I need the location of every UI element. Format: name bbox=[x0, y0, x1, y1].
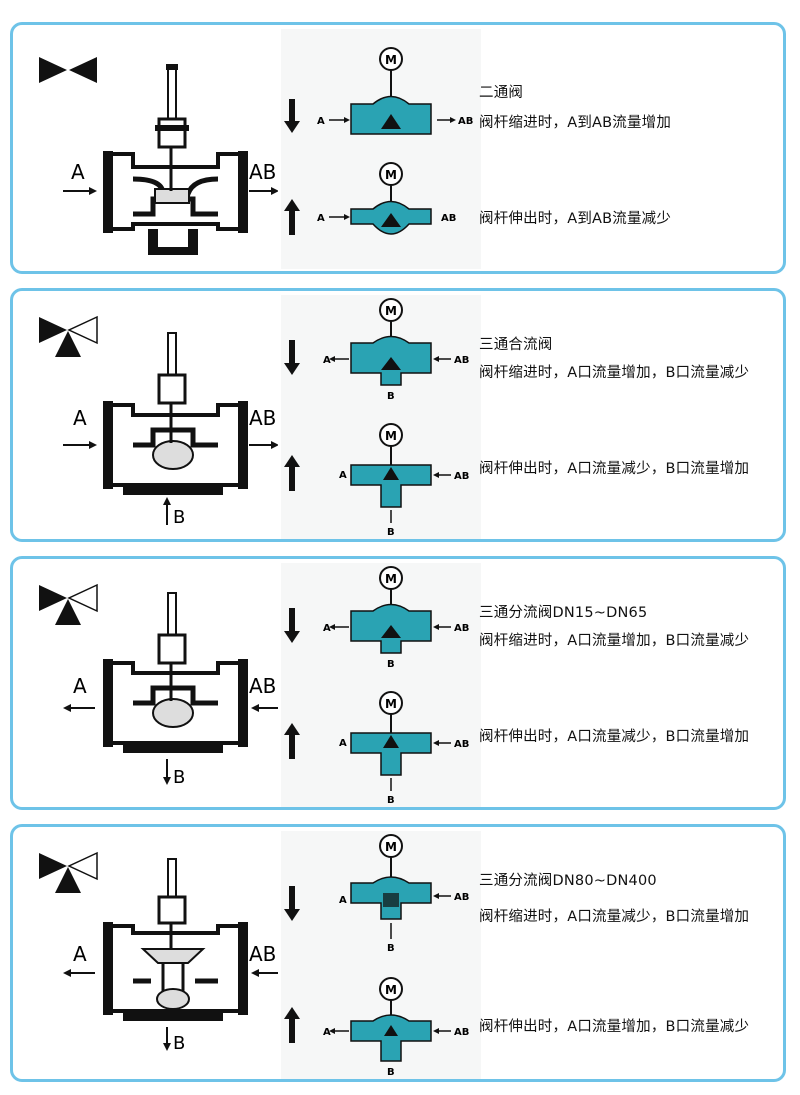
motor-label: M bbox=[385, 53, 397, 67]
flow-label-b: B bbox=[387, 527, 395, 538]
mixing-valve-cross-section: A AB B bbox=[39, 315, 278, 528]
motor-label: M bbox=[385, 168, 397, 182]
panel-three-way-diverting-valve-large: A AB B M A AB B bbox=[10, 824, 786, 1082]
flow-label-ab: AB bbox=[454, 355, 469, 366]
flow-label-a: A bbox=[339, 738, 347, 749]
flow-label-ab: AB bbox=[458, 116, 473, 127]
stem-extend-description: 阀杆伸出时，A口流量减少，B口流量增加 bbox=[479, 461, 750, 477]
outlet-arrow-icon bbox=[249, 441, 278, 449]
inlet-arrow-icon bbox=[251, 704, 278, 712]
port-label-ab: AB bbox=[249, 160, 276, 184]
stem-up-arrow-icon bbox=[284, 723, 300, 759]
flow-label-b: B bbox=[387, 659, 395, 670]
stem-down-arrow-icon bbox=[284, 340, 300, 375]
flow-label-ab: AB bbox=[454, 1027, 469, 1038]
motor-label: M bbox=[385, 429, 397, 443]
panel-two-way-valve: A AB M A AB M bbox=[10, 22, 786, 274]
flow-label-a: A bbox=[317, 116, 325, 127]
outlet-arrow-icon bbox=[249, 187, 278, 195]
port-label-ab: AB bbox=[249, 674, 276, 698]
stem-extend-description: 阀杆伸出时，A口流量增加，B口流量减少 bbox=[479, 1019, 750, 1035]
port-label-b: B bbox=[173, 1033, 185, 1054]
stem-extend-description: 阀杆伸出时，A到AB流量减少 bbox=[479, 211, 672, 227]
stem-up-arrow-icon bbox=[284, 455, 300, 491]
port-b-outlet-arrow-icon bbox=[163, 759, 171, 785]
three-way-valve-symbol-icon bbox=[39, 315, 98, 357]
valve-title: 三通合流阀 bbox=[479, 337, 553, 353]
two-way-flow-diagram: M A AB M A AB bbox=[281, 29, 481, 269]
stem-down-arrow-icon bbox=[284, 608, 300, 643]
motor-label: M bbox=[385, 572, 397, 586]
stem-down-arrow-icon bbox=[284, 99, 300, 133]
inlet-arrow-icon bbox=[251, 969, 278, 977]
valve-title: 三通分流阀DN80~DN400 bbox=[479, 873, 657, 889]
three-way-valve-symbol-icon bbox=[39, 851, 98, 893]
port-b-inlet-arrow-icon bbox=[163, 497, 171, 525]
port-label-a: A bbox=[71, 160, 85, 184]
port-label-ab: AB bbox=[249, 942, 276, 966]
motor-label: M bbox=[385, 840, 397, 854]
motor-label: M bbox=[385, 304, 397, 318]
flow-label-b: B bbox=[387, 1067, 395, 1078]
inlet-arrow-icon bbox=[63, 441, 97, 449]
motor-label: M bbox=[385, 697, 397, 711]
port-label-a: A bbox=[73, 406, 87, 430]
diverting-large-flow-diagram: M A AB B M A AB B bbox=[281, 831, 481, 1079]
port-label-a: A bbox=[73, 942, 87, 966]
flow-label-ab: AB bbox=[454, 471, 469, 482]
three-way-valve-symbol-icon bbox=[39, 583, 98, 625]
flow-label-b: B bbox=[387, 795, 395, 806]
diverting-valve-large-cross-section: A AB B bbox=[39, 851, 278, 1054]
stem-extend-description: 阀杆伸出时，A口流量减少，B口流量增加 bbox=[479, 729, 750, 745]
port-b-outlet-arrow-icon bbox=[163, 1027, 171, 1051]
flow-label-a: A bbox=[317, 213, 325, 224]
valve-title: 二通阀 bbox=[479, 85, 524, 101]
two-way-valve-symbol-icon bbox=[39, 57, 97, 83]
port-label-a: A bbox=[73, 674, 87, 698]
port-label-ab: AB bbox=[249, 406, 276, 430]
panel-three-way-diverting-valve-small: A AB B M A AB B bbox=[10, 556, 786, 810]
diverting-small-flow-diagram: M A AB B M A AB B bbox=[281, 563, 481, 807]
panel-three-way-mixing-valve: A AB B M A AB B bbox=[10, 288, 786, 542]
stem-retract-description: 阀杆缩进时，A到AB流量增加 bbox=[479, 115, 672, 131]
stem-down-arrow-icon bbox=[284, 886, 300, 921]
port-label-b: B bbox=[173, 767, 185, 788]
outlet-arrow-icon bbox=[63, 969, 95, 977]
flow-label-a: A bbox=[323, 355, 331, 366]
stem-retract-description: 阀杆缩进时，A口流量增加，B口流量减少 bbox=[479, 633, 750, 649]
flow-label-b: B bbox=[387, 943, 395, 954]
flow-label-ab: AB bbox=[454, 739, 469, 750]
stem-retract-description: 阀杆缩进时，A口流量减少，B口流量增加 bbox=[479, 909, 750, 925]
flow-label-ab: AB bbox=[441, 213, 456, 224]
stem-up-arrow-icon bbox=[284, 199, 300, 235]
inlet-arrow-icon bbox=[63, 187, 97, 195]
valve-title: 三通分流阀DN15~DN65 bbox=[479, 605, 648, 621]
flow-label-a: A bbox=[339, 895, 347, 906]
flow-label-a: A bbox=[339, 470, 347, 481]
outlet-arrow-icon bbox=[63, 704, 95, 712]
flow-label-ab: AB bbox=[454, 623, 469, 634]
flow-label-a: A bbox=[323, 623, 331, 634]
motor-label: M bbox=[385, 983, 397, 997]
flow-label-ab: AB bbox=[454, 892, 469, 903]
flow-label-b: B bbox=[387, 391, 395, 402]
flow-label-a: A bbox=[323, 1027, 331, 1038]
two-way-valve-cross-section: A AB bbox=[39, 57, 278, 255]
mixing-flow-diagram: M A AB B M A AB B bbox=[281, 295, 481, 539]
diverting-valve-small-cross-section: A AB B bbox=[39, 583, 278, 788]
port-label-b: B bbox=[173, 507, 185, 528]
stem-up-arrow-icon bbox=[284, 1007, 300, 1043]
stem-retract-description: 阀杆缩进时，A口流量增加，B口流量减少 bbox=[479, 365, 750, 381]
